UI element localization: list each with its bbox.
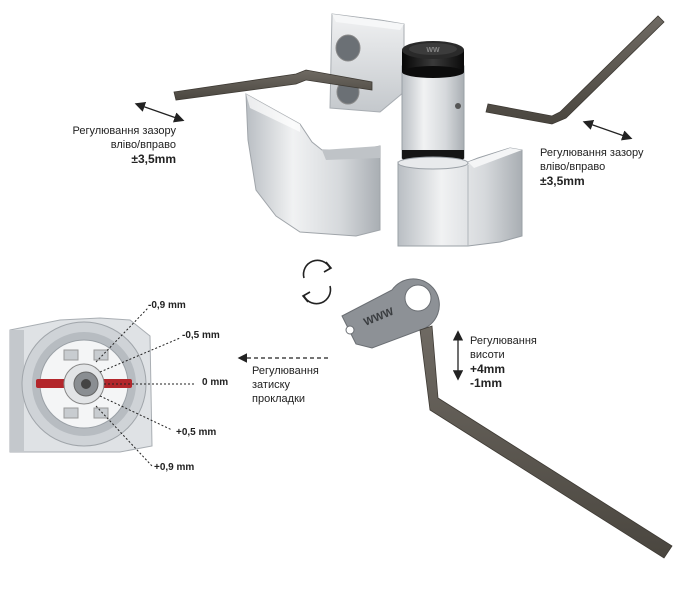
clamp-adjust-label: Регулювання затиску прокладки (252, 364, 362, 406)
label-line: Регулювання зазору (72, 125, 176, 137)
position-label-minus-09: -0,9 mm (148, 300, 186, 311)
gap-value: ±3,5mm (540, 174, 585, 188)
position-label-plus-05: +0,5 mm (176, 427, 217, 438)
double-arrow-icon (134, 101, 185, 123)
position-leader-lines (95, 307, 196, 467)
hinge-wing-left (245, 93, 381, 237)
eccentric-detail (9, 317, 153, 453)
position-label-plus-09: +0,9 mm (154, 462, 195, 473)
gap-value: ±3,5mm (131, 152, 176, 166)
svg-text:WW: WW (426, 47, 440, 54)
hinge-barrel-upper (401, 65, 465, 159)
gap-adjust-label-right: Регулювання зазору вліво/вправо ±3,5mm (540, 146, 696, 188)
height-value-up: +4mm (470, 362, 506, 376)
position-label-zero: 0 mm (202, 377, 229, 388)
height-value-down: -1mm (470, 376, 503, 390)
plate-hole (335, 34, 361, 62)
label-line: вліво/вправо (110, 139, 176, 151)
height-adjust-label: Регулювання висоти +4mm -1mm (470, 334, 580, 390)
barrel-cap: WW (402, 41, 464, 78)
hex-key-top-right (485, 15, 665, 125)
hex-key-top-left (173, 69, 373, 101)
label-line: Регулювання зазору (540, 147, 644, 159)
hinge-assembly: WW (173, 13, 665, 247)
position-label-minus-05: -0,5 mm (182, 330, 220, 341)
label-line: Регулювання (252, 365, 319, 377)
label-line: затиску (252, 379, 291, 391)
label-line: висоти (470, 349, 505, 361)
double-arrow-icon (582, 119, 633, 141)
label-line: прокладки (252, 393, 306, 405)
rotate-arrows-icon (301, 259, 333, 305)
adjustment-tool: WWW (341, 278, 440, 349)
hinge-wing-right (397, 147, 523, 247)
hex-key-large (419, 325, 673, 559)
label-line: вліво/вправо (540, 161, 606, 173)
label-line: Регулювання (470, 335, 537, 347)
gap-adjust-label-left: Регулювання зазору вліво/вправо ±3,5mm (20, 124, 176, 166)
